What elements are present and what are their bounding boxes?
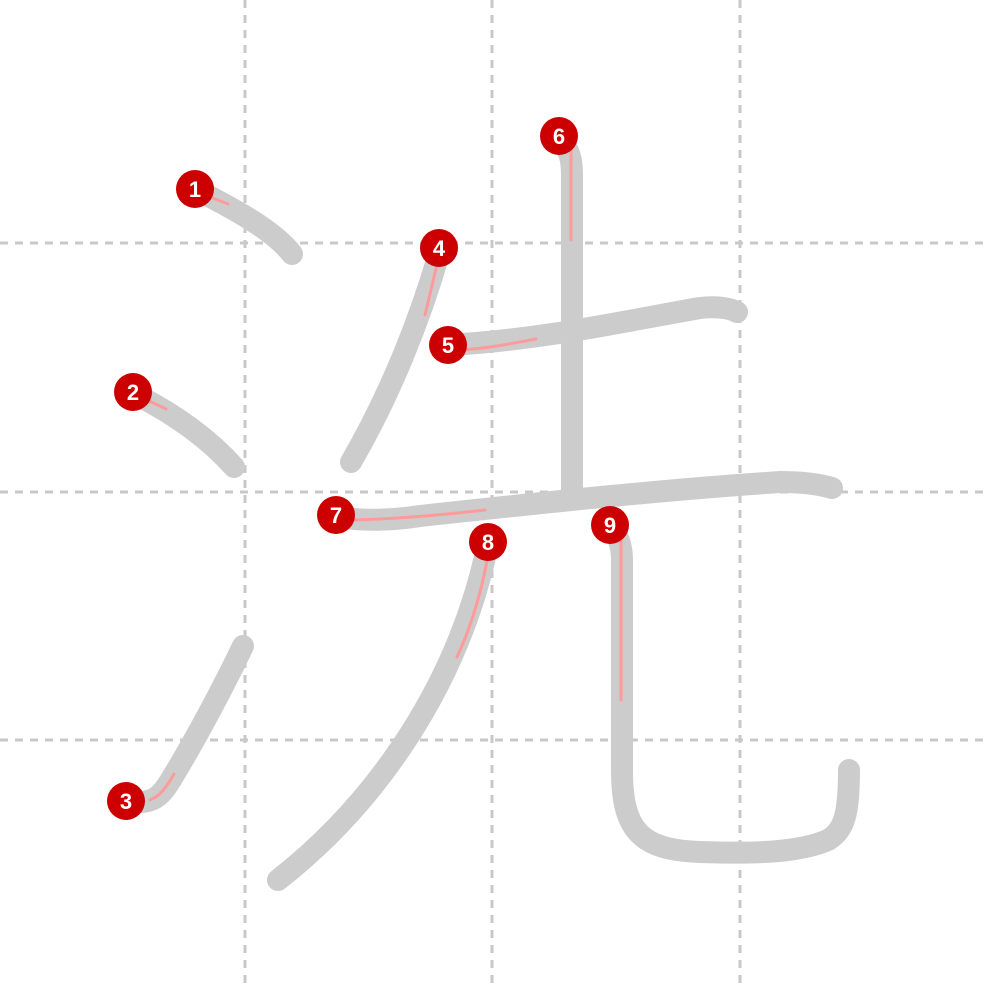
stroke-5 (437, 296, 748, 356)
badge-number-5: 5 (442, 333, 454, 358)
start-hint-7 (348, 508, 487, 522)
badge-number-3: 3 (120, 789, 132, 814)
start-hint-3 (148, 772, 176, 802)
badge-circle-2 (114, 373, 152, 411)
start-hint-8 (455, 548, 491, 659)
badge-circle-9 (591, 506, 629, 544)
badge-circle-8 (469, 523, 507, 561)
badge-stroke-1: 1 (176, 170, 214, 208)
stroke-2 (124, 383, 245, 478)
stroke-7 (325, 471, 843, 531)
badge-stroke-3: 3 (107, 782, 145, 820)
badge-circle-5 (429, 326, 467, 364)
badge-stroke-6: 6 (540, 117, 578, 155)
badge-circle-6 (540, 117, 578, 155)
stroke-9 (600, 516, 860, 864)
stroke-8 (267, 532, 499, 891)
badge-circle-4 (420, 229, 458, 267)
badge-stroke-8: 8 (469, 523, 507, 561)
badge-number-7: 7 (330, 503, 342, 528)
badge-number-9: 9 (604, 513, 616, 538)
badge-number-8: 8 (482, 530, 494, 555)
start-hint-5 (458, 337, 538, 352)
badge-circle-7 (317, 496, 355, 534)
badge-stroke-7: 7 (317, 496, 355, 534)
stroke-order-badges: 1 2 3 4 5 6 7 8 (107, 117, 629, 820)
badge-number-4: 4 (433, 236, 446, 261)
badge-number-1: 1 (189, 177, 201, 202)
badge-stroke-9: 9 (591, 506, 629, 544)
stroke-3 (116, 635, 254, 814)
stroke-4 (340, 239, 451, 473)
badge-number-2: 2 (127, 380, 139, 405)
badge-number-6: 6 (553, 124, 565, 149)
badge-stroke-4: 4 (420, 229, 458, 267)
badge-stroke-5: 5 (429, 326, 467, 364)
badge-circle-3 (107, 782, 145, 820)
start-hint-4 (423, 258, 440, 317)
badge-stroke-2: 2 (114, 373, 152, 411)
badge-circle-1 (176, 170, 214, 208)
